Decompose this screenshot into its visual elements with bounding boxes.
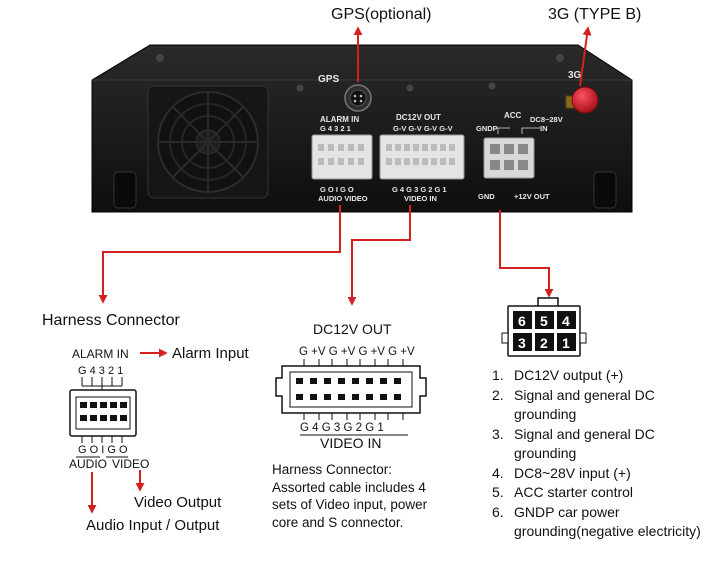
pin-4: 4 (562, 313, 570, 329)
harness-connector-title: Harness Connector (42, 312, 181, 329)
pin-legend-item: 3. Signal and general DC grounding (492, 425, 717, 464)
pin-legend-num: 4. (492, 464, 504, 481)
harness-description: Harness Connector: Assorted cable includ… (272, 461, 482, 531)
pin-legend-item: 1. DC12V output (+) (492, 366, 717, 386)
video-output-label: Video Output (134, 494, 222, 511)
pin-legend-num: 2. (492, 386, 504, 403)
gps-port (344, 84, 372, 112)
alarm-input-label: Alarm Input (172, 345, 250, 362)
pin-legend-item: 2. Signal and general DC grounding (492, 386, 717, 425)
av-pins-device-label: G O I G O (320, 185, 354, 194)
small-connector: ALARM IN G 4 3 2 1 G O I G O AUDIO VIDEO (69, 347, 168, 471)
out-12v-device-label: +12V OUT (514, 192, 550, 201)
antenna-icon (565, 86, 599, 114)
screw-icon (296, 84, 304, 92)
power-pins-device-label: G-V G-V G-V G-V (393, 124, 453, 133)
av-connector-arrow (98, 205, 341, 304)
dc8-28v-device-label: DC8~28V (530, 115, 563, 124)
pin-3: 3 (518, 335, 526, 351)
small-alarm-in-label: ALARM IN (72, 347, 129, 361)
video-pins-device-label: G 4 G 3 G 2 G 1 (392, 185, 447, 194)
alarm-av-port (311, 134, 373, 180)
screw-icon (556, 54, 564, 62)
alarm-pins-device-label: G 4 3 2 1 (320, 124, 351, 133)
gps-port-label: GPS (318, 74, 339, 85)
dc-bottom-pins: G 4 G 3 G 2 G 1 (300, 422, 384, 434)
harness-desc-line: core and S connector. (272, 514, 404, 530)
pin-legend: 1. DC12V output (+) 2. Signal and general … (492, 366, 717, 542)
pin-6: 6 (518, 313, 526, 329)
screw-icon (488, 82, 496, 90)
video-in-device-label: VIDEO IN (404, 194, 437, 203)
pin-2: 2 (540, 335, 548, 351)
power-pinout: 6 5 4 3 2 1 (501, 297, 587, 357)
dc12v-video-port (379, 134, 465, 180)
pin-legend-text: ACC starter control (514, 484, 634, 500)
foot-icon (593, 171, 617, 209)
g3-arrow (579, 26, 592, 87)
screw-icon (406, 84, 414, 92)
audio-io-label: Audio Input / Output (86, 517, 220, 534)
g3-port-label: 3G (568, 70, 582, 81)
harness-desc-line: Assorted cable includes 4 (272, 479, 426, 495)
pin-legend-item: 5. ACC starter control (492, 483, 717, 503)
dc-connector-arrow (347, 205, 411, 306)
gps-optional-label: GPS(optional) (331, 6, 432, 23)
screw-icon (156, 54, 164, 62)
gndp-device-label: GNDP (476, 124, 498, 133)
acc-device-label: ACC (504, 111, 522, 120)
pin-legend-num: 5. (492, 484, 504, 500)
pin-legend-text: GNDP car power grounding(negative electr… (514, 503, 701, 540)
dvr-device: GPS 3G ALARM IN G 4 3 2 1 G O I G O AUDI… (91, 44, 633, 213)
pin-legend-num: 1. (492, 367, 504, 383)
dc-bottom-label: VIDEO IN (320, 435, 381, 451)
dc12v-out-device-label: DC12V OUT (396, 113, 441, 122)
alarm-in-device-label: ALARM IN (320, 115, 359, 124)
foot-icon (113, 171, 137, 209)
pin-legend-text: DC12V output (+) (514, 367, 624, 383)
in-device-label: IN (540, 124, 548, 133)
fan-icon (147, 85, 269, 199)
pin-legend-text: Signal and general DC grounding (514, 386, 655, 423)
pin-legend-text: Signal and general DC grounding (514, 425, 655, 462)
small-bottom-pins: G O I G O (78, 444, 128, 456)
pin-legend-item: 6. GNDP car power grounding(negative elec… (492, 503, 717, 542)
gnd-device-label: GND (478, 192, 495, 201)
pin-legend-item: 4. DC8~28V input (+) (492, 464, 717, 484)
pin-5: 5 (540, 313, 548, 329)
pin-legend-text: DC8~28V input (+) (514, 464, 631, 481)
power-connector-arrow (499, 210, 554, 298)
dc-connector-title: DC12V OUT (313, 321, 392, 337)
pin-legend-num: 3. (492, 425, 504, 442)
small-audio-label: AUDIO (69, 457, 107, 471)
pin-1: 1 (562, 335, 570, 351)
harness-desc-line: sets of Video input, power (272, 497, 428, 512)
dc-connector: DC12V OUT G +V G +V G +V G +V G 4 G 3 G … (275, 321, 427, 451)
harness-desc-line: Harness Connector: (272, 462, 393, 477)
small-video-label: VIDEO (112, 457, 149, 471)
small-alarm-pins: G 4 3 2 1 (78, 365, 123, 377)
dc-top-pins: G +V G +V G +V G +V (299, 346, 415, 358)
pin-legend-num: 6. (492, 503, 504, 520)
g3-type-b-label: 3G (TYPE B) (548, 6, 641, 23)
power-port (483, 127, 540, 179)
audio-video-device-label: AUDIO VIDEO (318, 194, 368, 203)
